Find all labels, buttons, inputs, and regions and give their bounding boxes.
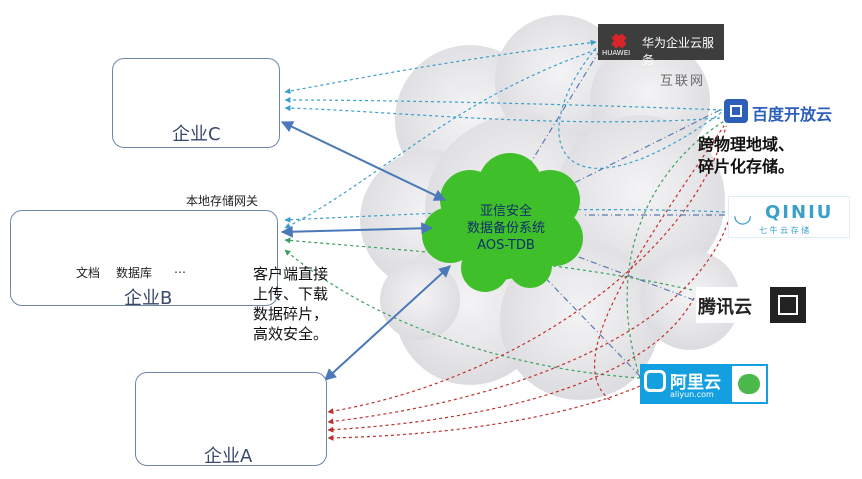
qiniu-sub: 七 牛 云 存 储 <box>759 226 810 235</box>
core-line3: AOS-TDB <box>477 238 535 253</box>
enterprise-c-box <box>112 58 280 148</box>
huawei-logo: HUAWEI 华为企业云服务 <box>598 24 724 67</box>
doc-label: 文档 <box>76 266 101 280</box>
enterprise-c-label: 企业C <box>172 124 221 145</box>
gateway-label: 本地存储网关 <box>186 194 259 208</box>
aliyun-cloud-icon <box>732 366 766 402</box>
core-line1: 亚信安全 <box>479 204 532 219</box>
huawei-brand: HUAWEI <box>602 49 631 57</box>
qiniu-horn-icon: ◡ <box>733 203 753 228</box>
baidu-name: 百度开放云 <box>752 105 833 124</box>
huawei-name: 华为企业云服务 <box>642 36 715 67</box>
aliyun-name: 阿里云 <box>670 373 721 393</box>
core-system-label: 亚信安全 数据备份系统 AOS-TDB <box>456 203 556 254</box>
core-line2: 数据备份系统 <box>466 221 545 236</box>
qiniu-name: QINIU <box>765 202 834 223</box>
enterprise-a-label: 企业A <box>204 446 253 467</box>
tencent-name: 腾讯云 <box>698 297 752 318</box>
internet-label: 互联网 <box>660 74 706 89</box>
more-label: … <box>174 262 186 276</box>
enterprise-a-box <box>135 372 327 466</box>
tencent-logo: 腾讯云 <box>696 287 808 323</box>
aliyun-icon <box>644 370 666 392</box>
client-note: 客户端直接 上传、下载 数据碎片， 高效安全。 <box>253 265 329 343</box>
baidu-cloud-icon <box>724 99 748 123</box>
core-cloud <box>422 153 583 292</box>
provider-links <box>284 39 729 441</box>
feature-note: 跨物理地域、 碎片化存储。 <box>698 135 795 176</box>
tencent-building-icon <box>770 287 806 323</box>
core-arrows <box>280 121 451 381</box>
enterprise-b-box <box>10 210 278 306</box>
aliyun-sub: aliyun.com <box>670 390 714 399</box>
enterprise-b-label: 企业B <box>124 288 173 309</box>
baidu-logo: 百度开放云 <box>724 98 832 126</box>
huawei-petal-icon <box>611 33 627 49</box>
qiniu-logo: ◡ QINIU 七 牛 云 存 储 <box>728 196 850 238</box>
db-label: 数据库 <box>116 266 153 280</box>
aliyun-logo: 阿里云 aliyun.com <box>640 364 768 404</box>
